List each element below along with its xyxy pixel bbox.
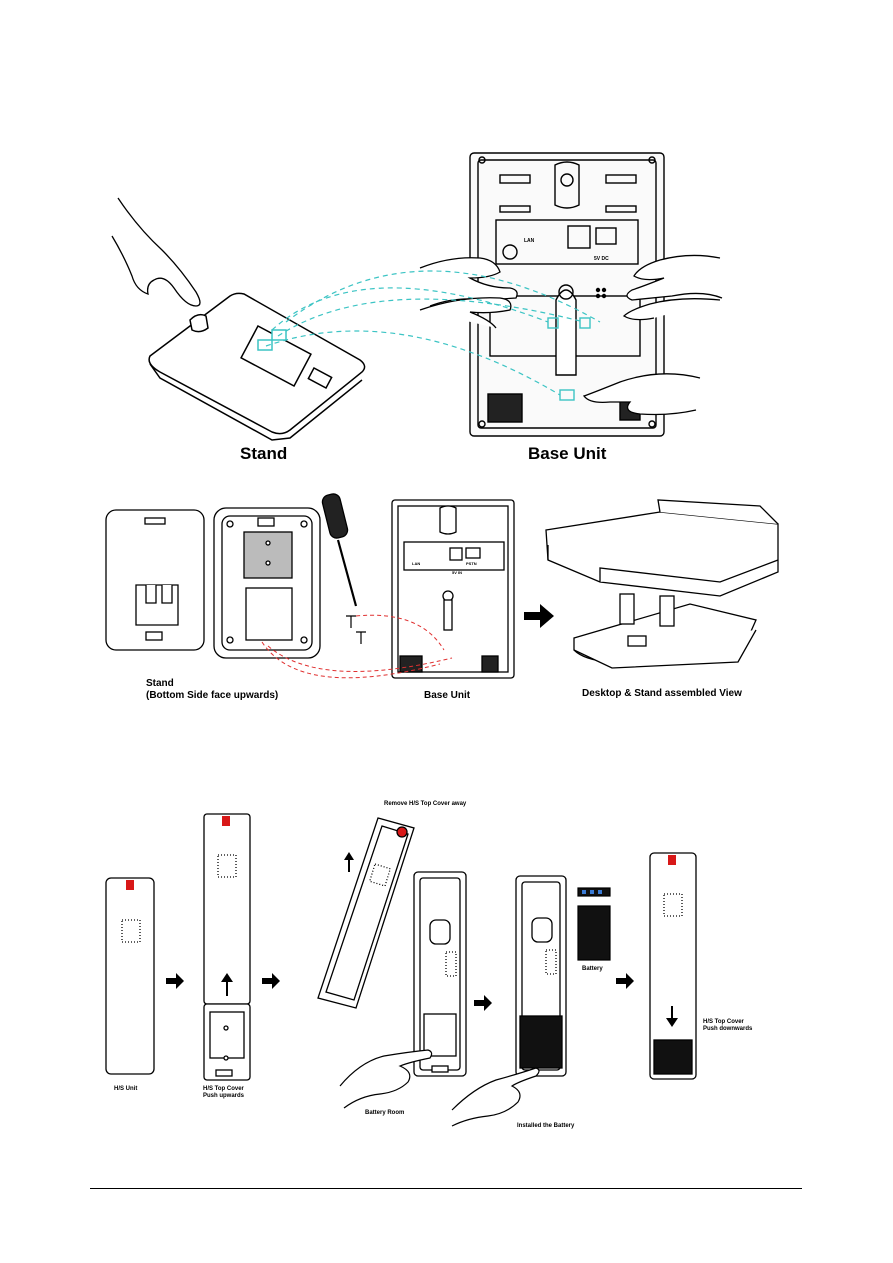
- stand-drawing: [148, 292, 366, 441]
- hs-unit-label: H/S Unit: [114, 1086, 138, 1092]
- push-up-label: H/S Top Cover Push upwards: [203, 1086, 244, 1100]
- hand-illustrations-2: [339, 1049, 540, 1127]
- lan-port-label-2: LAN: [412, 561, 420, 566]
- arrow-up-icon: [344, 852, 354, 872]
- hs-cover-push-up-drawing: [203, 813, 251, 1081]
- push-up-label-line1: H/S Top Cover: [203, 1086, 244, 1092]
- base-unit-back-view: [391, 499, 515, 679]
- stand-bottom-label: Stand (Bottom Side face upwards): [146, 678, 278, 702]
- lan-port-label: LAN: [524, 238, 535, 244]
- footer-divider: [90, 1188, 802, 1189]
- alignment-guides: [265, 270, 601, 396]
- push-down-label-line2: Push downwards: [703, 1026, 753, 1032]
- installed-battery-label: Installed the Battery: [517, 1123, 575, 1129]
- installed-battery-drawing: [515, 875, 567, 1077]
- arrow-right-icon: [166, 973, 184, 989]
- base-unit-label-2: Base Unit: [424, 690, 471, 701]
- push-down-label: H/S Top Cover Push downwards: [703, 1019, 752, 1033]
- battery-room-drawing: [413, 871, 467, 1077]
- push-down-label-line1: H/S Top Cover: [703, 1019, 744, 1025]
- screw-guides: [261, 614, 453, 679]
- arrow-right-icon: [524, 604, 554, 628]
- arrow-right-icon: [474, 995, 492, 1011]
- push-up-label-line2: Push upwards: [203, 1093, 245, 1099]
- stand-bottom-view: [213, 507, 321, 659]
- removed-cover-drawing: [317, 817, 415, 1009]
- remove-cover-label: Remove H/S Top Cover away: [384, 801, 467, 807]
- hand-illustrations: [111, 197, 723, 416]
- base-unit-label: Base Unit: [528, 444, 607, 463]
- stand-bottom-label-line2: (Bottom Side face upwards): [146, 690, 279, 701]
- screws: [346, 615, 366, 644]
- screwdriver-drawing: [321, 493, 358, 607]
- arrow-up-icon: [221, 973, 233, 996]
- pstn-port-label: PSTN: [466, 561, 477, 566]
- stand-bottom-label-line1: Stand: [146, 678, 174, 689]
- stand-label: Stand: [240, 444, 288, 463]
- assembled-desktop-view: [545, 499, 779, 669]
- arrow-right-icon: [262, 973, 280, 989]
- hs-unit-drawing: [105, 877, 155, 1075]
- stand-top-view: [105, 509, 205, 651]
- dc-port-label-2: 5V IN: [452, 570, 462, 575]
- battery-label: Battery: [582, 966, 603, 972]
- battery-drawing: [577, 887, 611, 961]
- battery-room-label: Battery Room: [365, 1110, 405, 1116]
- arrow-right-icon: [616, 973, 634, 989]
- assembled-view-label: Desktop & Stand assembled View: [582, 688, 742, 699]
- dc-port-label: 5V DC: [594, 256, 609, 262]
- arrow-down-icon: [666, 1006, 678, 1027]
- hs-cover-push-down-drawing: [649, 852, 697, 1080]
